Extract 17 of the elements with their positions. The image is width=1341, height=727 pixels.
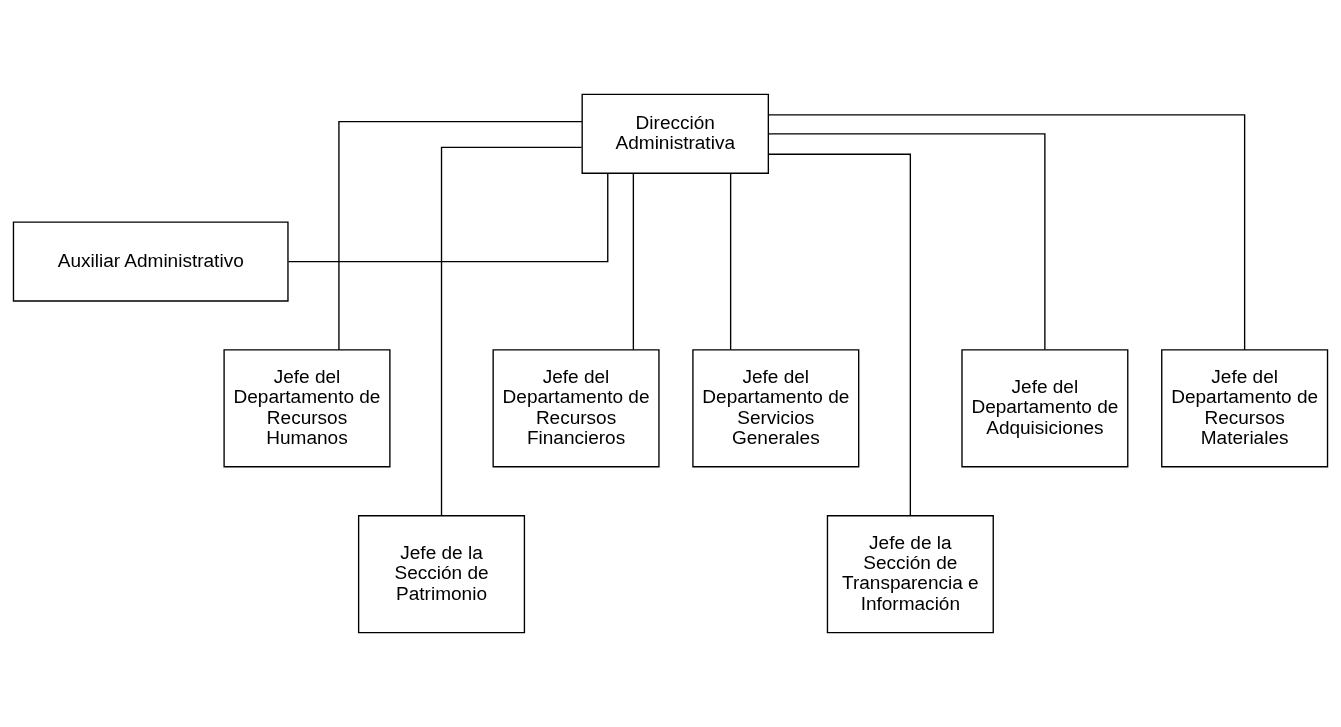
connector: [287, 172, 609, 263]
connector: [729, 173, 732, 351]
node-box: Dirección Administrativa: [581, 93, 769, 174]
node-box: Jefe de la Sección de Patrimonio: [357, 515, 526, 634]
connector: [767, 114, 1246, 351]
node-box: Jefe del Departamento de Adquisiciones: [961, 349, 1129, 468]
connector: [440, 146, 583, 517]
connector: [632, 173, 635, 351]
node-box: Jefe del Departamento de Recursos Financieros: [492, 349, 660, 468]
node-box: Auxiliar Administrativo: [12, 221, 289, 302]
node-box: Jefe del Departamento de Recursos Materiales: [1161, 349, 1329, 468]
connector: [768, 153, 912, 516]
node-box: Jefe del Departamento de Servicios Generales: [692, 349, 860, 468]
connector: [338, 120, 583, 351]
node-box: Jefe de la Sección de Transparencia e Información: [826, 515, 994, 634]
connector: [767, 133, 1046, 351]
node-box: Jefe del Departamento de Recursos Humanos: [223, 349, 391, 468]
